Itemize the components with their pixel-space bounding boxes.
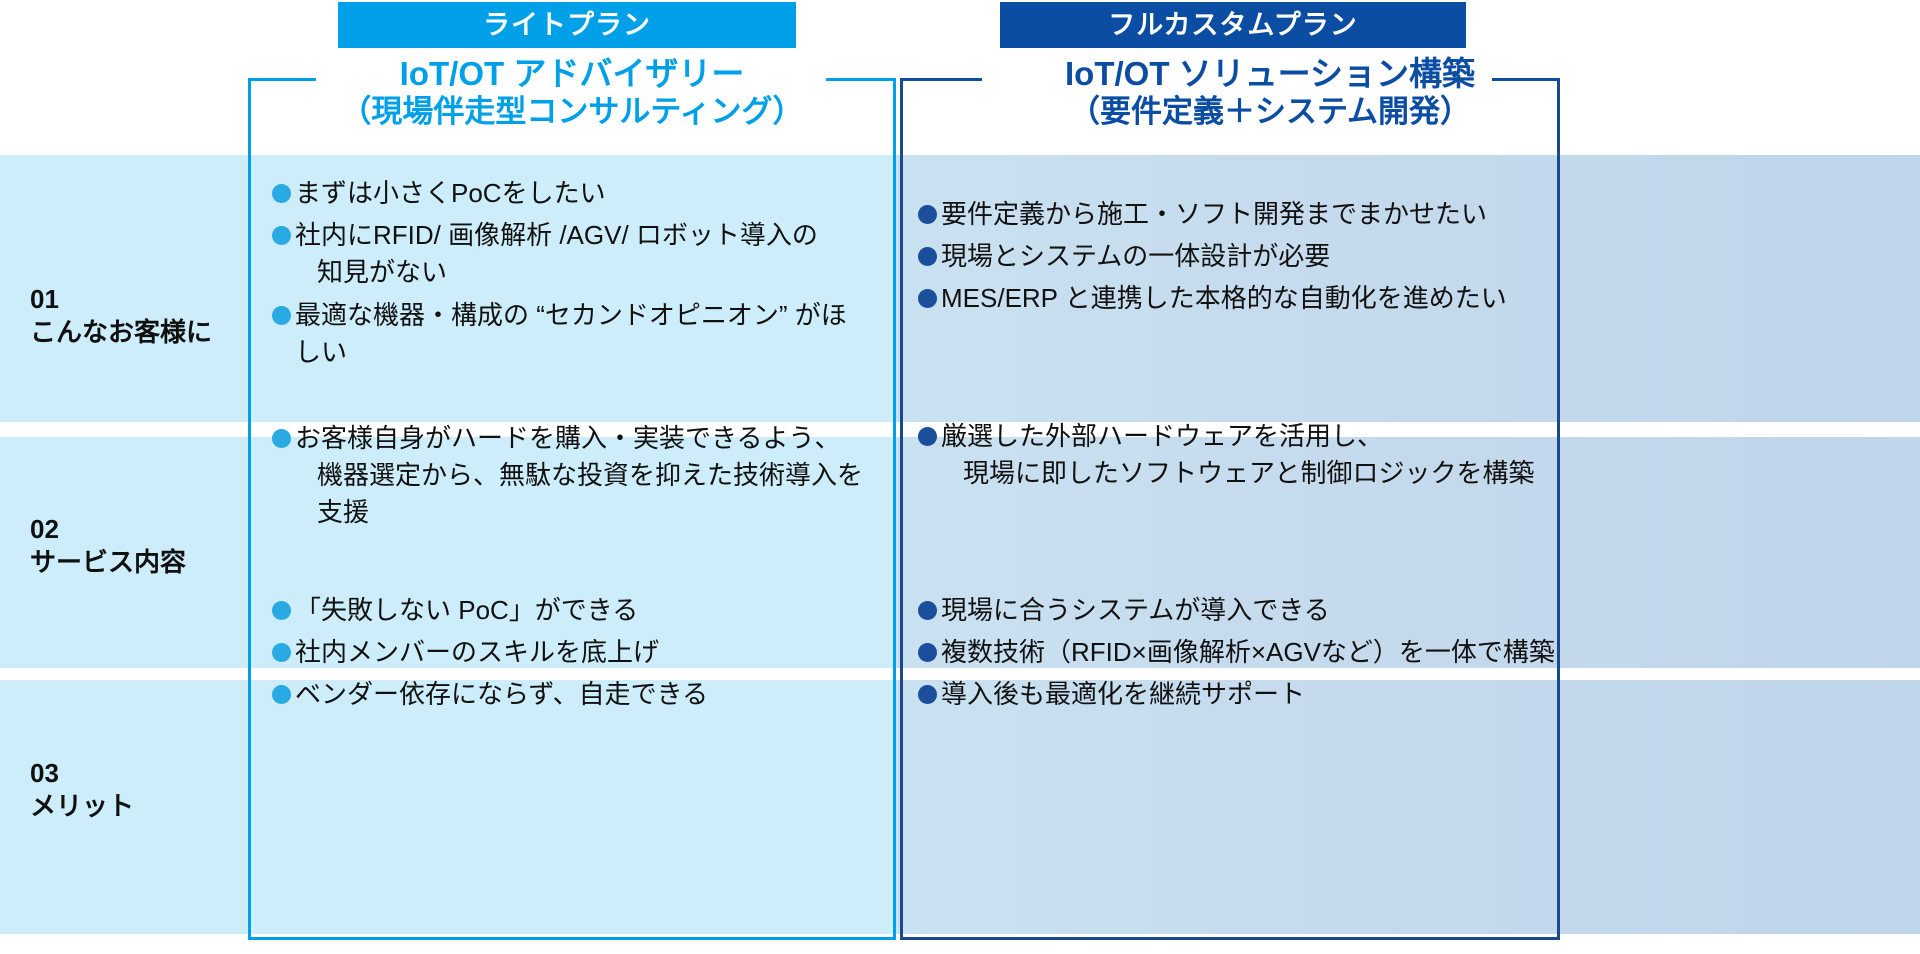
bullet-dot-icon: [272, 226, 291, 246]
bullets-row03-light: 「失敗しない PoC」ができる社内メンバーのスキルを底上げベンダー依存にならず、…: [272, 592, 872, 719]
bullet-dot-icon: [272, 601, 291, 620]
row-stripe-03: [0, 680, 1920, 934]
row-label-01: 01 こんなお客様に: [30, 283, 245, 350]
badge-full-custom-plan[interactable]: フルカスタムプラン: [1000, 2, 1466, 48]
full-title-rule-right: [1492, 78, 1560, 81]
row-stripe-02-left: [0, 437, 896, 668]
bullet-text: ベンダー依存にならず、自走できる: [295, 679, 709, 710]
bullet-text-continuation: 現場に即したソフトウェアと制御ロジックを構築: [963, 458, 1535, 489]
row-label-02: 02 サービス内容: [30, 513, 245, 580]
bullet-text: 複数技術（RFID×画像解析×AGVなど）を一体で構築: [941, 637, 1555, 668]
row-stripe-01: [0, 155, 1920, 422]
bullet-dot-icon: [272, 643, 291, 663]
bullet-item: 導入後も最適化を継続サポート: [918, 676, 1558, 713]
bullet-dot-icon: [272, 184, 291, 203]
light-plan-title-line2: （現場伴走型コンサルティング）: [340, 93, 804, 129]
bullet-item: 厳選した外部ハードウェアを活用し、現場に即したソフトウェアと制御ロジックを構築: [918, 418, 1558, 492]
bullet-item: 「失敗しない PoC」ができる: [272, 592, 872, 629]
row-label-02-text: サービス内容: [30, 547, 187, 578]
bullet-item: 最適な機器・構成の “セカンドオピニオン” がほしい: [272, 297, 872, 371]
row-stripe-02-right: [896, 437, 1920, 668]
row-stripe-01-left: [0, 155, 896, 422]
bullets-row02-full: 厳選した外部ハードウェアを活用し、現場に即したソフトウェアと制御ロジックを構築: [918, 418, 1558, 497]
full-plan-title: IoT/OT ソリューション構築 （要件定義＋システム開発）: [960, 55, 1580, 131]
bullet-item: 現場とシステムの一体設計が必要: [918, 238, 1558, 275]
bullet-item: 社内メンバーのスキルを底上げ: [272, 634, 872, 671]
badge-light-plan[interactable]: ライトプラン: [338, 2, 796, 48]
bullet-item: 要件定義から施工・ソフト開発までまかせたい: [918, 196, 1558, 233]
bullets-row01-light: まずは小さくPoCをしたい社内にRFID/ 画像解析 /AGV/ ロボット導入の…: [272, 175, 872, 376]
bullet-dot-icon: [918, 289, 937, 309]
bullet-dot-icon: [272, 429, 291, 448]
bullet-dot-icon: [918, 247, 937, 267]
bullet-item: MES/ERP と連携した本格的な自動化を進めたい: [918, 280, 1558, 317]
bullet-text: 社内にRFID/ 画像解析 /AGV/ ロボット導入の知見がない: [295, 217, 818, 291]
bullet-item: 現場に合うシステムが導入できる: [918, 592, 1558, 629]
badge-light-plan-label: ライトプラン: [483, 10, 651, 40]
bullets-row02-light: お客様自身がハードを購入・実装できるよう、機器選定から、無駄な投資を抑えた技術導…: [272, 420, 882, 537]
bullet-text: 社内メンバーのスキルを底上げ: [295, 637, 660, 668]
bullet-text: 導入後も最適化を継続サポート: [941, 679, 1306, 710]
full-plan-title-line2: （要件定義＋システム開発）: [1068, 93, 1472, 129]
row-label-02-number: 02: [30, 514, 59, 544]
bullet-dot-icon: [918, 205, 937, 224]
full-title-rule-left: [900, 78, 982, 81]
bullet-item: 社内にRFID/ 画像解析 /AGV/ ロボット導入の知見がない: [272, 217, 872, 291]
row-stripe-03-right: [896, 680, 1920, 934]
light-title-rule-left: [248, 78, 316, 81]
bullet-text: お客様自身がハードを購入・実装できるよう、機器選定から、無駄な投資を抑えた技術導…: [295, 420, 882, 532]
bullet-dot-icon: [918, 601, 937, 620]
bullet-dot-icon: [272, 685, 291, 705]
row-stripe-01-right: [896, 155, 1920, 422]
bullet-text: 現場とシステムの一体設計が必要: [941, 241, 1331, 272]
row-stripe-02: [0, 437, 1920, 668]
bullet-item: 複数技術（RFID×画像解析×AGVなど）を一体で構築: [918, 634, 1558, 671]
row-label-03-text: メリット: [30, 791, 135, 822]
bullet-text: MES/ERP と連携した本格的な自動化を進めたい: [941, 283, 1507, 314]
bullet-text-continuation: 知見がない: [317, 257, 448, 288]
bullet-text-continuation: 機器選定から、無駄な投資を抑えた技術導入を支援: [317, 460, 864, 528]
row-label-01-text: こんなお客様に: [30, 317, 213, 348]
bullet-text: 要件定義から施工・ソフト開発までまかせたい: [941, 199, 1488, 229]
bullet-dot-icon: [272, 305, 291, 325]
bullet-text: 最適な機器・構成の “セカンドオピニオン” がほしい: [295, 299, 847, 367]
light-title-rule-right: [826, 78, 896, 81]
badge-full-custom-plan-label: フルカスタムプラン: [1108, 10, 1358, 40]
row-stripe-03-left: [0, 680, 896, 934]
bullet-text: 現場に合うシステムが導入できる: [941, 595, 1330, 625]
bullet-item: まずは小さくPoCをしたい: [272, 175, 872, 212]
bullets-row03-full: 現場に合うシステムが導入できる複数技術（RFID×画像解析×AGVなど）を一体で…: [918, 592, 1558, 719]
bullets-row01-full: 要件定義から施工・ソフト開発までまかせたい現場とシステムの一体設計が必要 MES/…: [918, 196, 1558, 323]
light-plan-title: IoT/OT アドバイザリー （現場伴走型コンサルティング）: [262, 55, 882, 131]
bullet-item: ベンダー依存にならず、自走できる: [272, 676, 872, 713]
bullet-text: 「失敗しない PoC」ができる: [295, 595, 639, 625]
bullet-text: まずは小さくPoCをしたい: [295, 178, 606, 208]
bullet-text: 厳選した外部ハードウェアを活用し、現場に即したソフトウェアと制御ロジックを構築: [941, 418, 1534, 492]
row-label-03-number: 03: [30, 758, 59, 788]
bullet-dot-icon: [918, 427, 937, 446]
bullet-item: お客様自身がハードを購入・実装できるよう、機器選定から、無駄な投資を抑えた技術導…: [272, 420, 882, 532]
light-plan-title-line1: IoT/OT アドバイザリー: [399, 55, 745, 92]
row-label-03: 03 メリット: [30, 757, 245, 824]
bullet-dot-icon: [918, 643, 937, 663]
bullet-dot-icon: [918, 685, 937, 705]
row-label-01-number: 01: [30, 284, 59, 314]
full-plan-title-line1: IoT/OT ソリューション構築: [1065, 55, 1475, 92]
